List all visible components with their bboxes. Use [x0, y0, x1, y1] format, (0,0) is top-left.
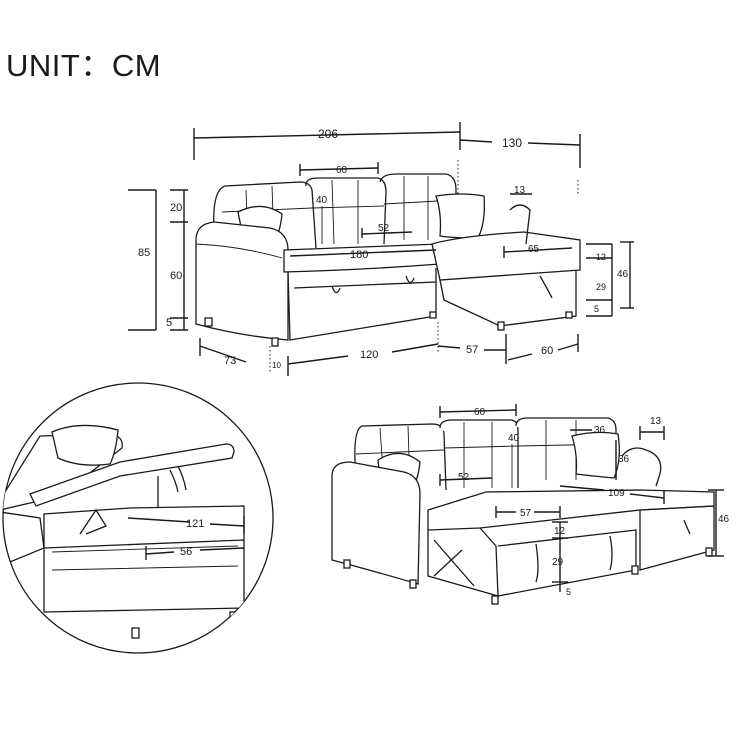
bed-dim-pillow-height: 36: [618, 454, 630, 465]
dim-chaise-gap: 57: [466, 344, 478, 356]
bed-dimensions: 60 40 36 13 36 52 109 57 12 29 5: [439, 404, 730, 597]
dim-arm-width: 13: [514, 185, 526, 196]
top-dimensions: 206 130 60 40 85 20 60 5 52 180 13: [128, 122, 634, 376]
dim-chaise-leg: 5: [594, 304, 599, 314]
sofa-base: [287, 268, 437, 341]
dim-cushion-width: 60: [336, 165, 348, 176]
chaise-top: [431, 231, 581, 281]
bed-dim-arm-width: 13: [650, 416, 662, 427]
dim-total-width: 206: [318, 127, 338, 141]
detail-circle: [2, 382, 274, 654]
bed-dim-bed-depth: 57: [520, 508, 532, 519]
dim-storage-inner: 56: [180, 546, 192, 558]
bed-dim-frame-height: 29: [552, 557, 564, 568]
dim-storage-depth: 121: [186, 518, 204, 530]
storage-detail: 121 56: [2, 382, 274, 654]
detail-pillow: [51, 424, 119, 466]
dim-chaise-width: 130: [502, 136, 522, 150]
bed-mattress: [427, 489, 715, 531]
bed-dim-bed-length: 109: [608, 488, 625, 499]
unit-title: UNIT：CM: [6, 48, 162, 83]
dim-chaise-height: 46: [617, 269, 629, 280]
dim-leg-offset: 10: [272, 361, 281, 370]
bed-dim-leg: 5: [566, 587, 571, 597]
bed-dim-seat-depth: 52: [458, 472, 470, 483]
dim-seat-height: 60: [170, 270, 182, 282]
chaise-arm-roll: [509, 204, 531, 245]
bed-arm-roll: [621, 447, 662, 487]
bed-arm: [331, 461, 421, 585]
sofa-arm: [195, 221, 289, 341]
dim-total-height: 85: [138, 247, 150, 259]
back-cushion-left: [213, 181, 317, 249]
dim-chaise-storage: 29: [596, 282, 606, 292]
bed-dim-cushion-width: 60: [474, 407, 486, 418]
bed-sofa-drawing: [331, 417, 715, 605]
bed-dim-chaise-height: 46: [718, 514, 730, 525]
bed-chaise-base: [639, 505, 715, 571]
dim-chaise-cushion: 12: [596, 252, 606, 262]
dim-chaise-inner: 65: [528, 244, 540, 255]
bed-pillow-right: [571, 431, 620, 479]
top-sofa-drawing: [195, 173, 581, 347]
dim-sofa-depth: 73: [224, 355, 236, 367]
dim-seat-depth: 52: [378, 223, 390, 234]
bed-dim-back-height: 40: [508, 433, 520, 444]
bed-dim-back-cushion: 36: [594, 425, 606, 436]
bed-dim-mattress: 12: [554, 526, 566, 537]
dim-back-height: 40: [316, 195, 328, 206]
dim-chaise-depth: 60: [541, 345, 553, 357]
back-cushion-middle: [305, 177, 387, 245]
dim-base-length: 120: [360, 349, 378, 361]
dim-seat-length: 180: [350, 249, 368, 261]
dim-leg-height: 5: [166, 317, 172, 329]
pillow-right: [435, 193, 486, 239]
dim-armrest-top: 20: [170, 202, 182, 214]
detail-lid: [29, 443, 235, 507]
bed-pullout-frame: [427, 527, 499, 597]
detail-storage-box: [43, 539, 245, 613]
back-cushion-right: [379, 173, 457, 240]
